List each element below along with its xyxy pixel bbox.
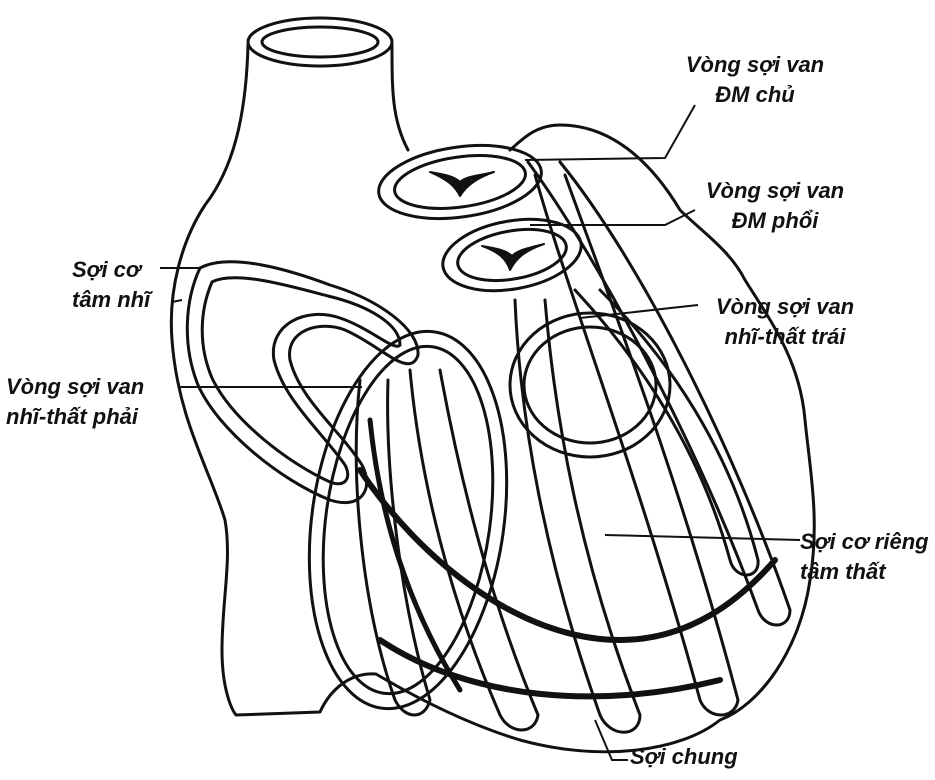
heart-outline (171, 45, 814, 752)
leader-aortic-ring (525, 105, 695, 160)
great-vessel-lumen (262, 27, 378, 57)
left-av-ring-outer (510, 313, 670, 457)
label-left-av-ring-line1: Vòng sợi van (690, 292, 880, 322)
great-vessel-rim (248, 18, 392, 66)
label-pulmonary-ring-line2: ĐM phổi (680, 206, 870, 236)
label-aortic-ring: Vòng sợi van ĐM chủ (660, 50, 850, 110)
label-atrial-muscle-line2: tâm nhĩ (72, 285, 150, 315)
leader-left-av-ring (580, 305, 698, 318)
ventricular-band-3 (515, 300, 640, 732)
label-ventricular-muscle: Sợi cơ riêng tâm thất (800, 527, 929, 587)
left-dark-band (370, 420, 460, 690)
leader-ventricular-muscle (605, 535, 800, 540)
label-atrial-muscle: Sợi cơ tâm nhĩ (72, 255, 150, 315)
leader-common-fibers (595, 720, 628, 760)
label-ventricular-muscle-line2: tâm thất (800, 557, 929, 587)
label-right-av-ring: Vòng sợi van nhĩ-thất phải (6, 372, 144, 432)
atrial-loop-inner (202, 278, 400, 484)
aortic-valve-leaflets (430, 172, 494, 196)
label-right-av-ring-line1: Vòng sợi van (6, 372, 144, 402)
label-right-av-ring-line2: nhĩ-thất phải (6, 402, 144, 432)
label-common-fibers-line1: Sợi chung (630, 742, 738, 772)
label-left-av-ring: Vòng sợi van nhĩ-thất trái (690, 292, 880, 352)
label-ventricular-muscle-line1: Sợi cơ riêng (800, 527, 929, 557)
label-aortic-ring-line1: Vòng sợi van (660, 50, 850, 80)
label-common-fibers: Sợi chung (630, 742, 738, 772)
label-atrial-muscle-line1: Sợi cơ (72, 255, 150, 285)
label-left-av-ring-line2: nhĩ-thất trái (690, 322, 880, 352)
right-av-ring-outer (286, 318, 529, 721)
pulmonary-valve-leaflets (482, 244, 544, 270)
label-aortic-ring-line2: ĐM chủ (660, 80, 850, 110)
lower-dark-band (380, 640, 720, 696)
vessel-side (392, 45, 408, 150)
label-pulmonary-ring-line1: Vòng sợi van (680, 176, 870, 206)
right-av-ring-inner (302, 335, 513, 704)
label-pulmonary-ring: Vòng sợi van ĐM phổi (680, 176, 870, 236)
